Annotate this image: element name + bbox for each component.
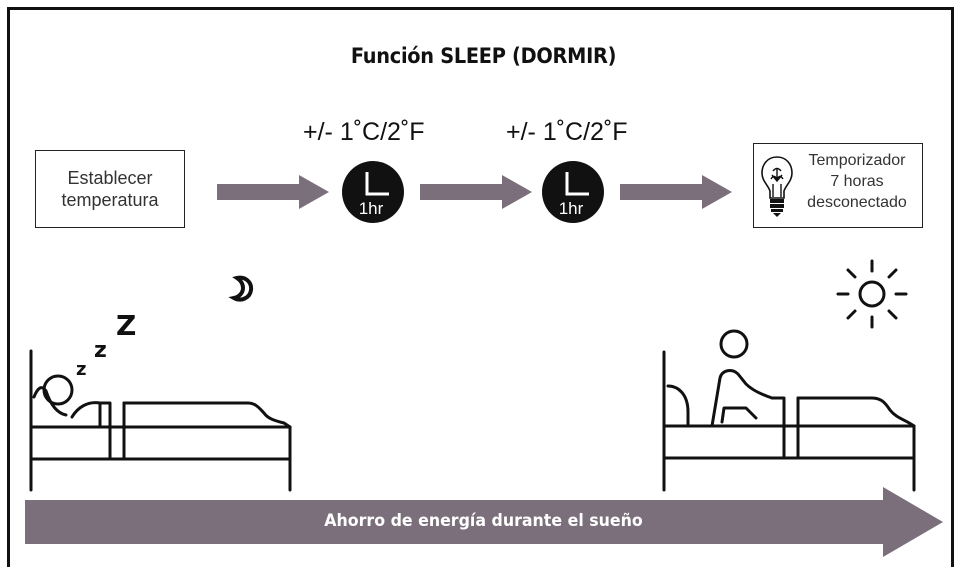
flow-arrow-2 [420, 175, 532, 209]
clock-icon: 1hr [542, 161, 604, 223]
step-2-label: +/- 1˚C/2˚F [506, 118, 628, 146]
moon-icon [228, 275, 254, 302]
step-1-label: +/- 1˚C/2˚F [303, 118, 425, 146]
sleeping-person-icon: z z Z [29, 309, 292, 492]
diagram-title: Función SLEEP (DORMIR) [350, 44, 617, 68]
sleep-z-small: z [76, 359, 86, 380]
energy-saving-label: Ahorro de energía durante el sueño [324, 511, 643, 531]
timer-off-box: Temporizador 7 horas desconectado [753, 143, 923, 228]
set-temperature-box: Establecer temperatura [35, 150, 185, 228]
diagram-frame [7, 7, 954, 567]
flow-arrow-3 [620, 175, 732, 209]
timer-off-label: Temporizador 7 horas desconectado [807, 152, 907, 211]
clock-icon: 1hr [342, 161, 404, 223]
awake-person-icon [662, 329, 916, 492]
light-bulb-icon [761, 156, 793, 217]
sleep-z-medium: z [94, 338, 107, 363]
sun-icon [836, 259, 908, 329]
clock-label: 1hr [359, 199, 384, 218]
set-temperature-label: Establecer temperatura [61, 168, 159, 210]
flow-arrow-1 [217, 175, 329, 209]
sleep-z-large: Z [116, 309, 136, 342]
clock-label: 1hr [559, 199, 584, 218]
energy-saving-arrow [25, 487, 943, 557]
